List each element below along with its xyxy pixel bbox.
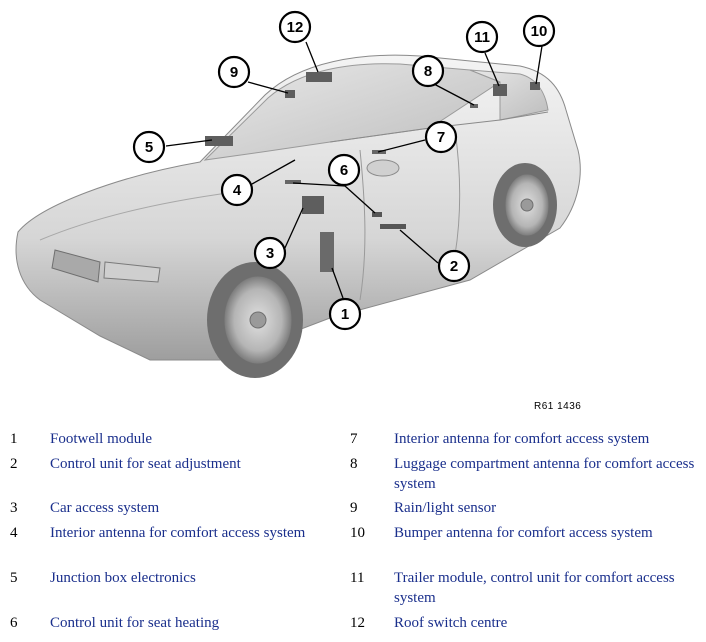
legend-number: 10 — [350, 525, 365, 541]
legend-text: Control unit for seat adjustment — [50, 456, 241, 472]
legend-number: 2 — [10, 456, 18, 472]
legend-number: 6 — [10, 615, 18, 631]
svg-text:8: 8 — [424, 63, 432, 80]
svg-text:12: 12 — [287, 19, 304, 36]
legend-text: Bumper antenna for comfort access system — [394, 525, 653, 541]
legend-text: Interior antenna for comfort access syst… — [50, 525, 306, 541]
legend-text: Roof switch centre — [394, 615, 508, 631]
legend-text: Luggage compartment antenna for comfort … — [394, 456, 695, 492]
legend-number: 3 — [10, 500, 18, 516]
svg-text:4: 4 — [233, 182, 242, 199]
car-diagram: 1 2 3 4 5 6 7 8 — [15, 10, 582, 412]
svg-text:11: 11 — [474, 29, 490, 46]
legend-text: Car access system — [50, 500, 160, 516]
legend-number: 12 — [350, 615, 365, 631]
figure-reference: R61 1436 — [534, 401, 582, 412]
rear-wheel — [493, 163, 557, 247]
legend-number: 1 — [10, 431, 18, 447]
legend-number: 7 — [350, 431, 358, 447]
callout-3: 3 — [253, 236, 287, 270]
legend-text: Junction box electronics — [50, 570, 196, 586]
legend-text: Footwell module — [50, 431, 153, 447]
legend-text: Rain/light sensor — [394, 500, 497, 516]
legend-text: Trailer module, control unit for comfort… — [394, 570, 675, 606]
front-wheel — [207, 262, 303, 378]
callout-7: 7 — [424, 120, 458, 154]
legend-text: Interior antenna for comfort access syst… — [394, 431, 650, 447]
legend-text: Control unit for seat heating — [50, 615, 220, 631]
legend-number: 11 — [350, 570, 365, 586]
callout-4: 4 — [220, 173, 254, 207]
svg-text:2: 2 — [450, 258, 458, 275]
leader-lines — [165, 41, 543, 299]
callout-11: 11 — [465, 20, 499, 54]
svg-text:6: 6 — [340, 162, 348, 179]
svg-text:9: 9 — [230, 64, 238, 81]
svg-text:1: 1 — [341, 306, 349, 323]
svg-text:10: 10 — [531, 23, 548, 40]
callout-10: 10 — [522, 14, 556, 48]
callout-9: 9 — [217, 55, 251, 89]
callout-12: 12 — [278, 10, 312, 44]
callout-1: 1 — [328, 297, 362, 331]
callout-2: 2 — [437, 249, 471, 283]
svg-text:7: 7 — [437, 129, 445, 146]
callout-8: 8 — [411, 54, 445, 88]
svg-text:3: 3 — [266, 245, 274, 262]
legend-number: 5 — [10, 570, 18, 586]
legend-number: 8 — [350, 456, 358, 472]
module-shapes — [205, 72, 540, 272]
svg-text:5: 5 — [145, 139, 153, 156]
legend-number: 4 — [10, 525, 18, 541]
callout-5: 5 — [132, 130, 166, 164]
legend: 1 Footwell module 2 Control unit for sea… — [0, 428, 706, 642]
legend-number: 9 — [350, 500, 358, 516]
callout-6: 6 — [327, 153, 361, 187]
car-illustration: 1 2 3 4 5 6 7 8 — [15, 10, 581, 378]
